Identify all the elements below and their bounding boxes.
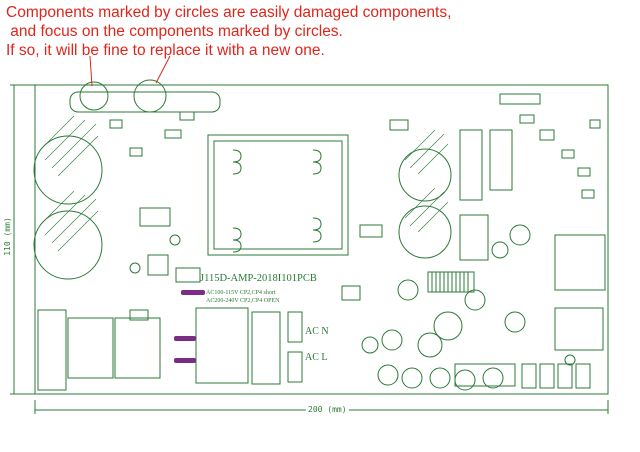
transformer xyxy=(207,134,349,256)
board-model-label: J115D-AMP-2018I101PCB xyxy=(200,273,317,284)
marked-component-circle-1 xyxy=(79,81,109,111)
ac-n-label: AC N xyxy=(305,326,329,337)
annotation-line-3: If so, it will be fine to replace it wit… xyxy=(6,42,325,59)
purple-marker-1 xyxy=(181,290,205,295)
width-dimension-label: 200 (mm) xyxy=(306,405,349,414)
annotation-line-2: and focus on the components marked by ci… xyxy=(6,23,343,40)
height-dimension-label: 110 (mm) xyxy=(2,217,12,256)
capacitor-c2 xyxy=(33,210,103,280)
fuse-box-ac-n xyxy=(287,311,303,343)
purple-marker-2 xyxy=(174,336,196,341)
marked-component-circle-2 xyxy=(133,79,167,113)
capacitor-c1 xyxy=(33,135,103,205)
fuse-box-ac-l xyxy=(287,351,303,383)
voltage-note-line-2: AC200-240V CP2,CP4 OPEN xyxy=(206,298,280,304)
pointer-line-1 xyxy=(89,55,93,87)
pointer-line-2 xyxy=(155,55,171,84)
ac-l-label: AC L xyxy=(305,352,328,363)
voltage-note-line-1: AC100-115V CP2,CP4 short xyxy=(206,290,276,296)
purple-marker-3 xyxy=(174,358,196,363)
board-outline xyxy=(34,84,609,395)
annotation-line-1: Components marked by circles are easily … xyxy=(6,4,452,21)
